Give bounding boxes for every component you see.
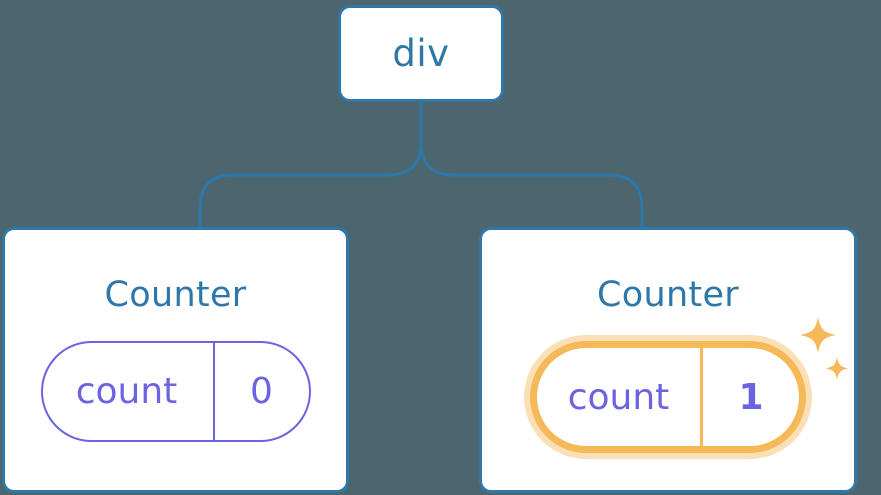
state-pill-highlighted[interactable]: count 1 [530,341,806,453]
edge-root-to-right-counter [419,100,644,229]
counter-title: Counter [104,275,247,315]
state-key: count [537,348,703,446]
sparkle-icon [825,357,849,380]
state-key: count [43,343,215,440]
state-pill[interactable]: count 0 [40,341,311,442]
state-value: 1 [738,376,764,418]
node-div[interactable]: div [338,5,504,102]
node-counter-left[interactable]: Counter count 0 [2,227,349,493]
node-counter-right[interactable]: Counter count 1 [479,227,857,493]
counter-title: Counter [597,275,739,315]
sparkle-icon [800,317,836,353]
edge-root-to-left-counter [198,100,423,229]
node-div-label: div [392,32,450,75]
state-pill-wrapper: count 1 [530,317,849,453]
state-value: 0 [250,371,273,412]
state-pill-wrapper: count 0 [40,341,311,442]
